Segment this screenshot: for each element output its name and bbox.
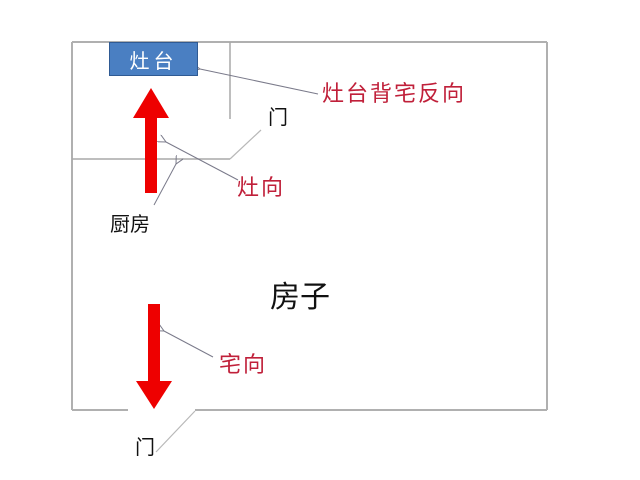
stove-back-direction-label: 灶台背宅反向	[322, 82, 467, 107]
stove-direction-label: 灶向	[237, 176, 286, 201]
stove-label: 灶台	[129, 48, 178, 73]
main-door-label: 门	[135, 435, 155, 459]
stove-box: 灶台	[109, 42, 198, 76]
house-label: 房子	[270, 280, 330, 315]
main-door-line	[155, 410, 196, 453]
kitchen-door-line	[229, 129, 262, 160]
house-direction-arrow-icon	[136, 304, 172, 409]
house-direction-label: 宅向	[219, 353, 268, 378]
kitchen-label: 厨房	[110, 212, 150, 236]
leader-lines	[153, 69, 319, 358]
stove-direction-arrow-icon	[133, 88, 169, 193]
kitchen-door-label: 门	[268, 105, 288, 129]
